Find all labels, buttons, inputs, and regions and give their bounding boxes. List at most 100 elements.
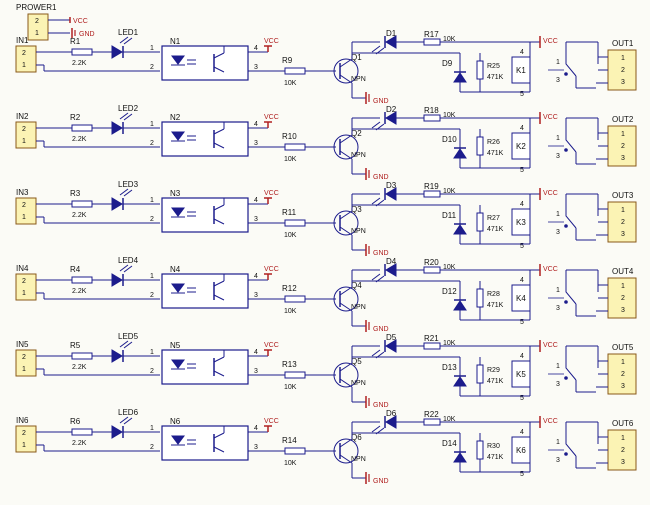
relay-resistor-label: R25: [487, 63, 500, 70]
relay-resistor-label: R26: [487, 139, 500, 146]
series-resistor-value: 10K: [443, 112, 456, 119]
npn-collector: [339, 362, 353, 372]
relay-pin-4: 4: [520, 49, 524, 56]
input-pin-2: 2: [22, 430, 26, 437]
relay-pin-5: 5: [520, 91, 524, 98]
flyback-diode-label: D12: [442, 287, 457, 296]
power-connector: PROWER1 2 1 VCC GND: [16, 3, 95, 41]
power-pin-1: 1: [35, 30, 39, 37]
relay-pin-5: 5: [520, 243, 524, 250]
indicator-led-ray: [123, 189, 133, 197]
relay-resistor-label: R29: [487, 367, 500, 374]
npn-emitter: [339, 150, 353, 160]
relay-pin-1: 1: [556, 363, 560, 370]
input-pin-2: 2: [22, 278, 26, 285]
opto-pin-4: 4: [254, 425, 258, 432]
relay-switch: [565, 270, 577, 305]
series-resistor: [423, 114, 441, 122]
series-resistor-value: 10K: [443, 264, 456, 271]
relay-contact: [564, 224, 568, 228]
input-pin-1: 1: [22, 366, 26, 373]
relay-label: K3: [516, 218, 526, 227]
indicator-led-ray: [123, 37, 133, 45]
opto-pin-1: 1: [150, 349, 154, 356]
optocoupler-label: N3: [170, 189, 181, 198]
opto-vcc-label: VCC: [264, 266, 279, 273]
base-resistor-label: R12: [282, 284, 297, 293]
series-resistor-value: 10K: [443, 416, 456, 423]
input-resistor-value: 2.2K: [72, 440, 87, 447]
input-connector: [15, 273, 37, 301]
opto-detector-collector: [213, 280, 225, 287]
indicator-led-label: LED1: [118, 28, 139, 37]
indicator-led-label: LED3: [118, 180, 139, 189]
relay-contact: [564, 452, 568, 456]
output-pin-1: 1: [621, 207, 625, 214]
input-resistor: [71, 48, 93, 56]
relay-pin-4: 4: [520, 429, 524, 436]
opto-pin-1: 1: [150, 425, 154, 432]
relay-label: K2: [516, 142, 526, 151]
opto-detector-emitter: [213, 370, 225, 377]
base-resistor-label: R11: [282, 208, 297, 217]
relay-pin-4: 4: [520, 277, 524, 284]
output-pin-3: 3: [621, 383, 625, 390]
opto-emitter-diode: [171, 131, 185, 141]
optocoupler-body: [161, 45, 249, 81]
series-resistor-label: R18: [424, 106, 439, 115]
npn-transistor: [333, 438, 359, 464]
npn-emitter: [339, 302, 353, 312]
relay-resistor: [476, 440, 484, 460]
relay-coil: [511, 56, 531, 84]
output-pin-1: 1: [621, 283, 625, 290]
relay-resistor: [476, 136, 484, 156]
opto-pin-2: 2: [150, 368, 154, 375]
flyback-diode: [453, 224, 467, 235]
relay-pin-5: 5: [520, 395, 524, 402]
relay-channel: IN221R22.2KLED2N21243VCCR1010KQ2NPNGNDD2…: [15, 104, 637, 181]
indicator-led-ray: [123, 417, 133, 425]
indicator-led-ray: [123, 341, 133, 349]
output-pin-3: 3: [621, 79, 625, 86]
optocoupler-body: [161, 349, 249, 385]
npn-transistor: [333, 362, 359, 388]
series-resistor-label: R19: [424, 182, 439, 191]
indicator-led-ray: [119, 112, 129, 120]
relay-resistor-value: 471K: [487, 454, 504, 461]
base-resistor-label: R10: [282, 132, 297, 141]
opto-pin-2: 2: [150, 216, 154, 223]
input-label: IN1: [16, 36, 29, 45]
npn-transistor: [333, 58, 359, 84]
opto-detector-collector: [213, 356, 225, 363]
base-resistor-value: 10K: [284, 232, 297, 239]
relay-contact: [564, 72, 568, 76]
opto-pin-4: 4: [254, 121, 258, 128]
transistor-type: NPN: [351, 152, 366, 159]
relay-switch: [565, 346, 577, 381]
relay-resistor-value: 471K: [487, 150, 504, 157]
flyback-diode-label: D14: [442, 439, 457, 448]
relay-pin-1: 1: [556, 439, 560, 446]
input-connector: [15, 197, 37, 225]
optocoupler-body: [161, 197, 249, 233]
series-resistor-value: 10K: [443, 188, 456, 195]
opto-pin-1: 1: [150, 121, 154, 128]
relay-pin-3: 3: [556, 381, 560, 388]
relay-pin-3: 3: [556, 457, 560, 464]
relay-vcc-label: VCC: [543, 38, 558, 45]
opto-emitter-diode: [171, 207, 185, 217]
output-label: OUT5: [612, 343, 634, 352]
input-resistor-label: R4: [70, 265, 81, 274]
opto-pin-1: 1: [150, 197, 154, 204]
relay-pin-3: 3: [556, 229, 560, 236]
indicator-led-label: LED6: [118, 408, 139, 417]
relay-pin-5: 5: [520, 167, 524, 174]
input-resistor: [71, 276, 93, 284]
input-pin-2: 2: [22, 50, 26, 57]
relay-pin-1: 1: [556, 211, 560, 218]
series-resistor: [423, 38, 441, 46]
input-resistor-label: R5: [70, 341, 81, 350]
series-resistor-value: 10K: [443, 36, 456, 43]
optocoupler-body: [161, 121, 249, 157]
relay-pin-1: 1: [556, 59, 560, 66]
